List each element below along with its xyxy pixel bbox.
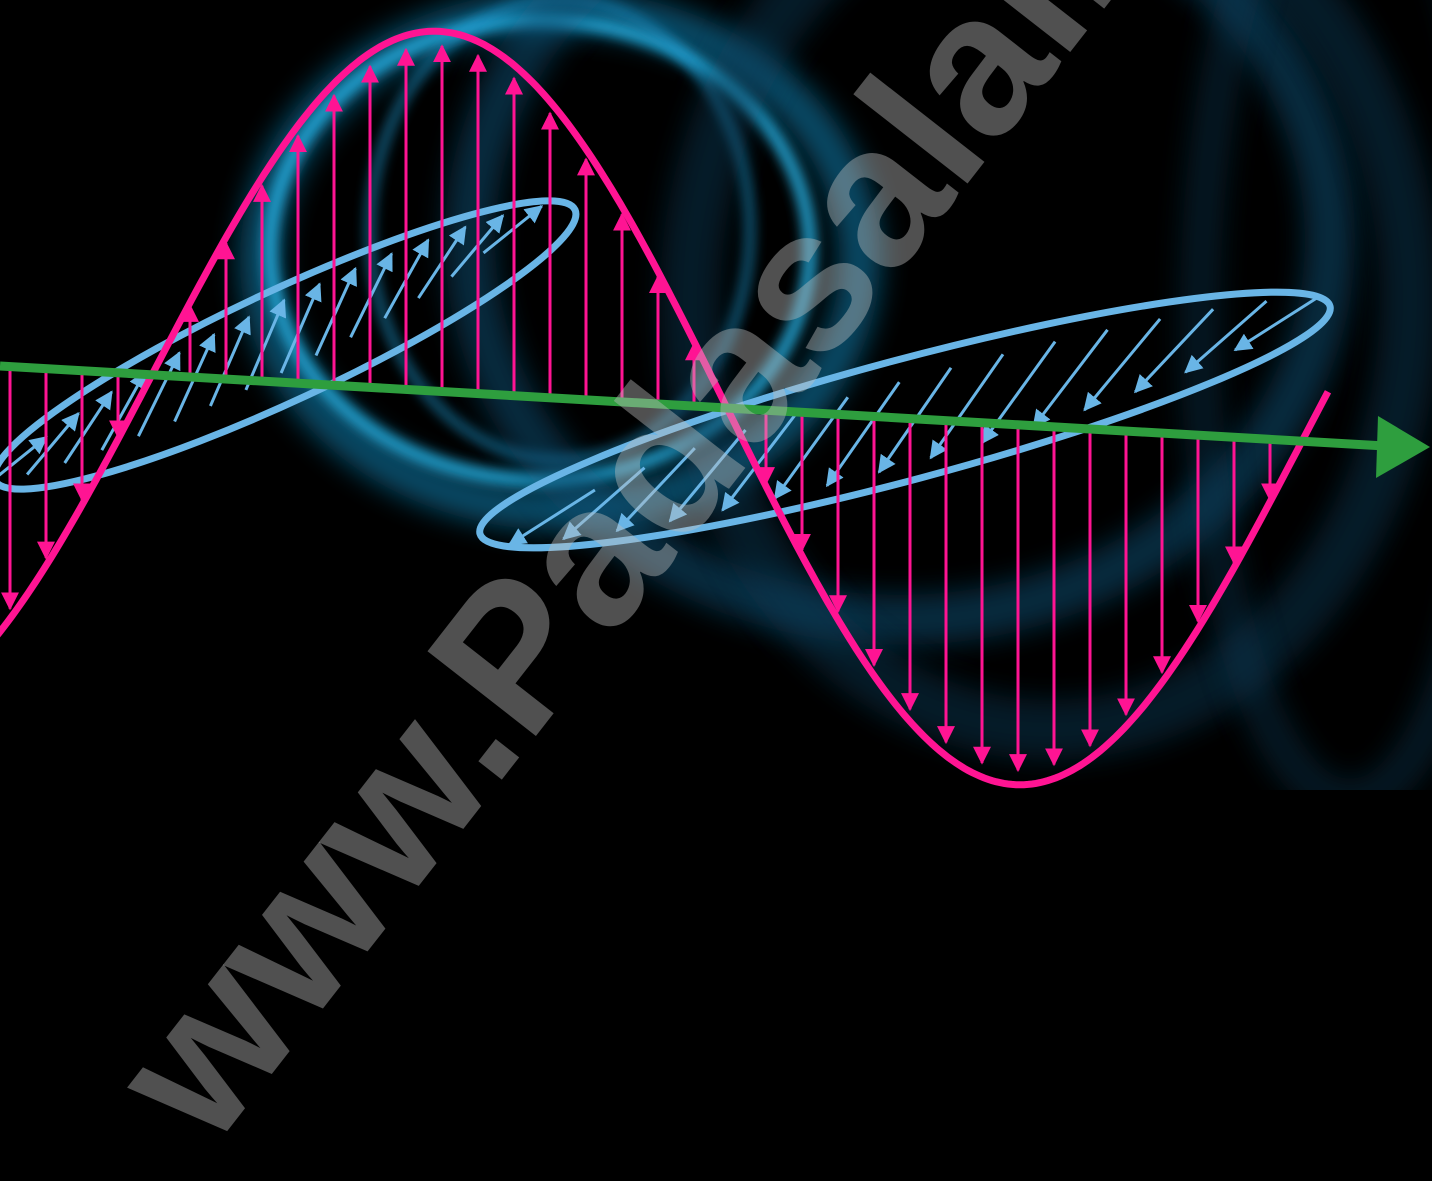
- magnetic-field-vector: [314, 266, 357, 357]
- magnetic-field-vector: [1032, 328, 1109, 429]
- em-wave-diagram: [0, 0, 1432, 790]
- magnetic-field-vector: [1133, 308, 1215, 394]
- magnetic-field-vector: [721, 412, 798, 512]
- propagation-axis: [0, 361, 1386, 451]
- magnetic-field-vector: [1083, 317, 1162, 412]
- magnetic-field-lobe: [476, 288, 1334, 552]
- electric-field-curve: [0, 27, 1332, 789]
- magnetic-field-curve: [476, 288, 1334, 552]
- magnetic-field-vector: [562, 466, 646, 541]
- magnetic-field-vector: [63, 390, 113, 464]
- magnetic-field-vector: [25, 412, 80, 476]
- magnetic-field-vector: [1233, 294, 1322, 352]
- magnetic-field-vector: [279, 282, 322, 374]
- magnetic-field-vector: [137, 351, 181, 437]
- background-ring: [660, 0, 1432, 760]
- magnetic-field-vector: [668, 429, 747, 523]
- background-ring: [1180, 0, 1432, 790]
- magnetic-field-vector: [1184, 299, 1268, 374]
- magnetic-field-vector: [0, 435, 48, 477]
- magnetic-field-vector: [209, 315, 251, 407]
- background-ring: [445, 0, 1355, 645]
- magnetic-field-vector: [615, 447, 696, 533]
- magnetic-field-vector: [507, 488, 596, 546]
- magnetic-field-vector: [244, 298, 287, 391]
- propagation-arrowhead-icon: [1376, 416, 1430, 478]
- magnetic-field-vector: [929, 353, 1005, 460]
- electric-field-wave: [0, 27, 1332, 789]
